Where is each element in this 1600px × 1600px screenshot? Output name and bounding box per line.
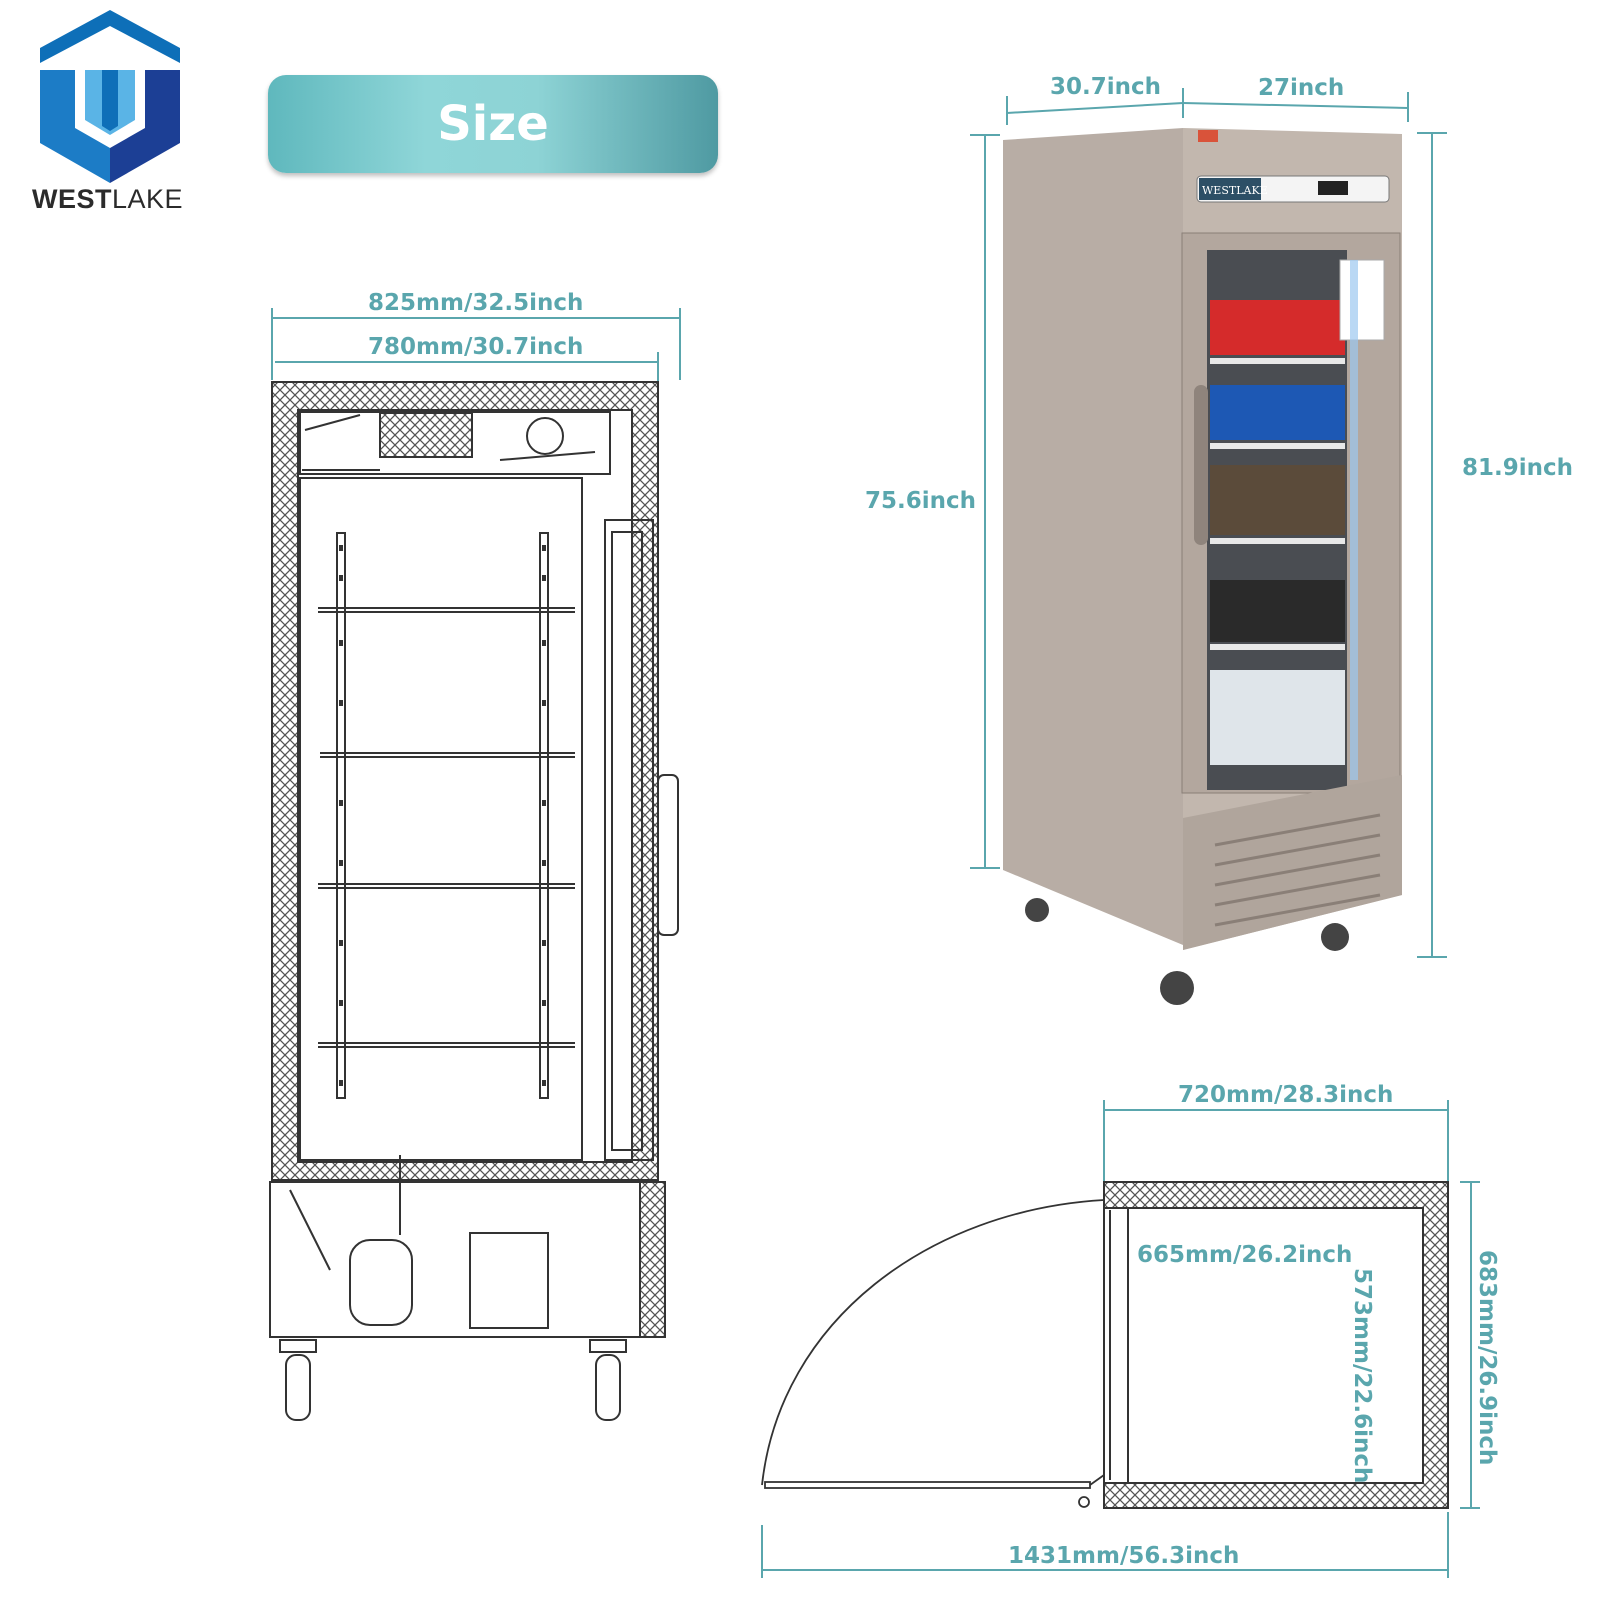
photo-total-height-label: 81.9inch (1462, 455, 1574, 481)
top-door-open-depth-label: 1431mm/56.3inch (1008, 1543, 1240, 1569)
photo-depth-label: 30.7inch (1050, 74, 1162, 100)
westlake-logo-icon (40, 10, 180, 183)
brand-name: WESTLAKE (32, 184, 184, 214)
photo-cabinet-height-label: 75.6inch (865, 488, 977, 514)
front-cabinet-width-label: 780mm/30.7inch (368, 334, 584, 360)
photo-width-label: 27inch (1258, 75, 1345, 101)
top-outer-depth-label: 683mm/26.9inch (1474, 1250, 1500, 1466)
top-outer-width-label: 720mm/28.3inch (1178, 1082, 1394, 1108)
front-overall-width-label: 825mm/32.5inch (368, 290, 584, 316)
size-banner: Size (268, 75, 718, 173)
banner-label: Size (437, 96, 549, 152)
top-inner-depth-label: 573mm/22.6inch (1349, 1268, 1375, 1484)
panel-brand-text: WESTLAKE (1202, 184, 1268, 197)
top-inner-width-label: 665mm/26.2inch (1137, 1242, 1353, 1268)
